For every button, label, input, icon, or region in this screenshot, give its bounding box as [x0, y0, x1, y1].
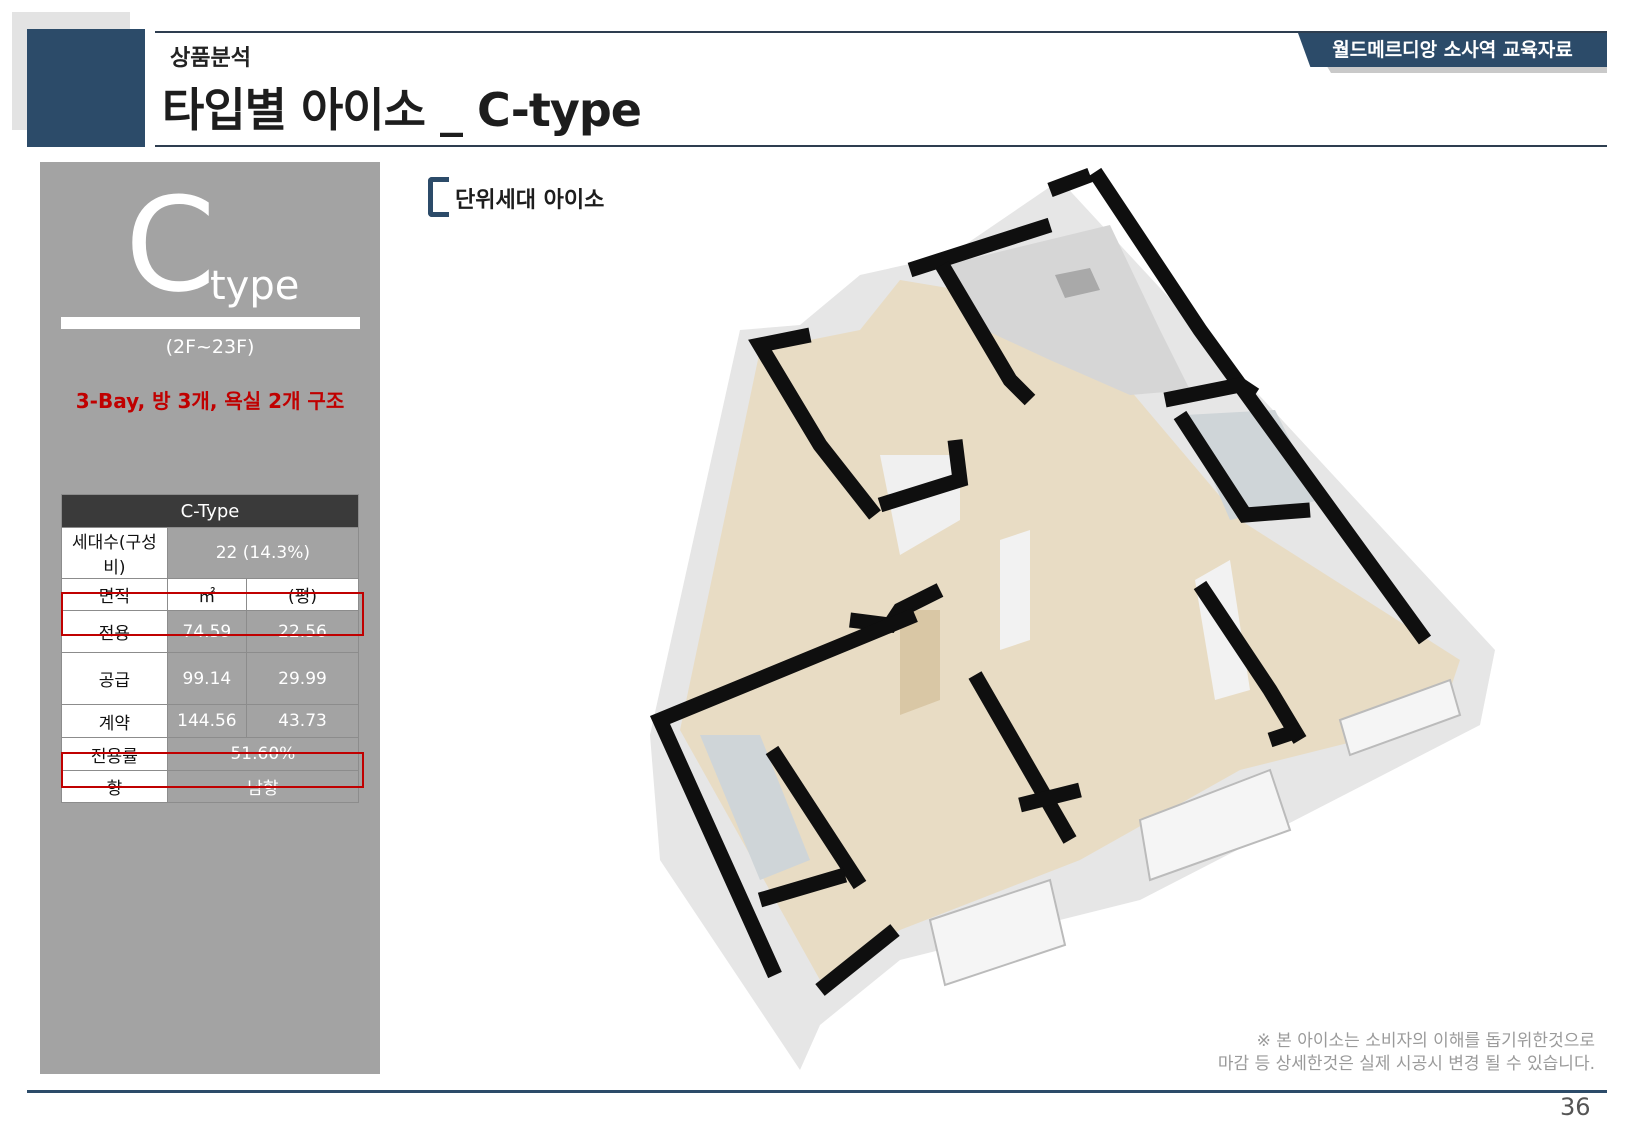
table-row: 전용 74.59 22.56	[61, 610, 359, 653]
balcony-window-2	[928, 878, 1067, 987]
isometric-floor-plan	[649, 167, 1495, 1070]
disclaimer-line-1: ※ 본 아이소는 소비자의 이해를 돕기위한것으로	[1256, 1031, 1595, 1051]
row-value-sqm: 74.59	[166, 610, 248, 653]
partition-wall	[900, 610, 940, 715]
disclaimer-line-2: 마감 등 상세한것은 실제 시공시 변경 될 수 있습니다.	[1217, 1054, 1595, 1074]
header-accent-block	[27, 29, 145, 147]
type-underline	[61, 317, 360, 329]
unit-pyeong: (평)	[246, 578, 359, 611]
row-label: 면적	[61, 578, 168, 611]
table-row: 전용률 51.60%	[61, 737, 360, 771]
floor-surface	[680, 280, 1460, 980]
row-value-pyeong: 43.73	[246, 704, 359, 738]
row-label: 공급	[61, 652, 168, 705]
wall-top	[1193, 580, 1307, 744]
floor-range: (2F~23F)	[165, 336, 255, 358]
row-label: 계약	[61, 704, 168, 738]
highlight-exclusive-area	[61, 592, 364, 636]
partition-wall	[1000, 530, 1030, 650]
row-label: 세대수(구성비)	[61, 527, 168, 579]
bracket-icon	[428, 177, 449, 217]
row-value-pyeong: 29.99	[246, 652, 359, 705]
table-row: 공급 99.14 29.99	[61, 652, 359, 705]
wall-top	[815, 924, 900, 996]
layout-description: 3-Bay, 방 3개, 욕실 2개 구조	[75, 389, 345, 413]
table-row: 세대수(구성비) 22 (14.3%)	[61, 527, 360, 579]
wall-top	[877, 439, 969, 513]
row-value: 22 (14.3%)	[166, 527, 360, 579]
wall-top	[1173, 410, 1311, 523]
disclaimer-note: ※ 본 아이소는 소비자의 이해를 돕기위한것으로 마감 등 상세한것은 실제 …	[1100, 1030, 1595, 1076]
balcony-window-1	[1138, 768, 1292, 882]
table-row: 계약 144.56 43.73	[61, 704, 359, 738]
bathroom-2	[700, 735, 810, 880]
row-value-sqm: 144.56	[166, 704, 248, 738]
header-tag: 월드메르디앙 소사역 교육자료	[1298, 33, 1607, 67]
wall-top	[757, 867, 848, 908]
type-word: type	[210, 263, 300, 309]
kitchen-counter	[945, 225, 1190, 395]
row-value-pyeong: 22.56	[246, 610, 359, 653]
wall-top	[968, 671, 1077, 844]
footer-rule	[27, 1090, 1607, 1093]
header-top-rule	[155, 31, 1607, 33]
row-value: 51.60%	[166, 737, 360, 771]
row-label: 전용률	[61, 737, 168, 771]
type-letter: C	[125, 169, 216, 321]
page-number: 36	[1560, 1093, 1591, 1121]
section-label: 단위세대 아이소	[455, 188, 605, 213]
row-value-sqm: 99.14	[166, 652, 248, 705]
wall-top	[649, 608, 918, 979]
wall-top	[1047, 167, 1093, 198]
wall-top	[1163, 377, 1260, 408]
table-header: C-Type	[61, 494, 359, 528]
wall-top	[1267, 722, 1303, 748]
section-subtitle: 상품분석	[170, 46, 251, 71]
header-bottom-rule	[155, 145, 1607, 147]
kitchen-sink	[1055, 268, 1100, 298]
page-title: 타입별 아이소 _ C-type	[162, 83, 642, 137]
highlight-orientation	[61, 752, 364, 788]
wall-top	[765, 745, 867, 890]
wall-top	[1088, 167, 1432, 645]
wall-top	[907, 217, 1053, 278]
wall-top	[748, 327, 881, 520]
balcony-window-3	[1338, 678, 1462, 757]
row-label: 전용	[61, 610, 168, 653]
wall-top	[935, 261, 1036, 406]
wall-top	[1018, 782, 1082, 813]
